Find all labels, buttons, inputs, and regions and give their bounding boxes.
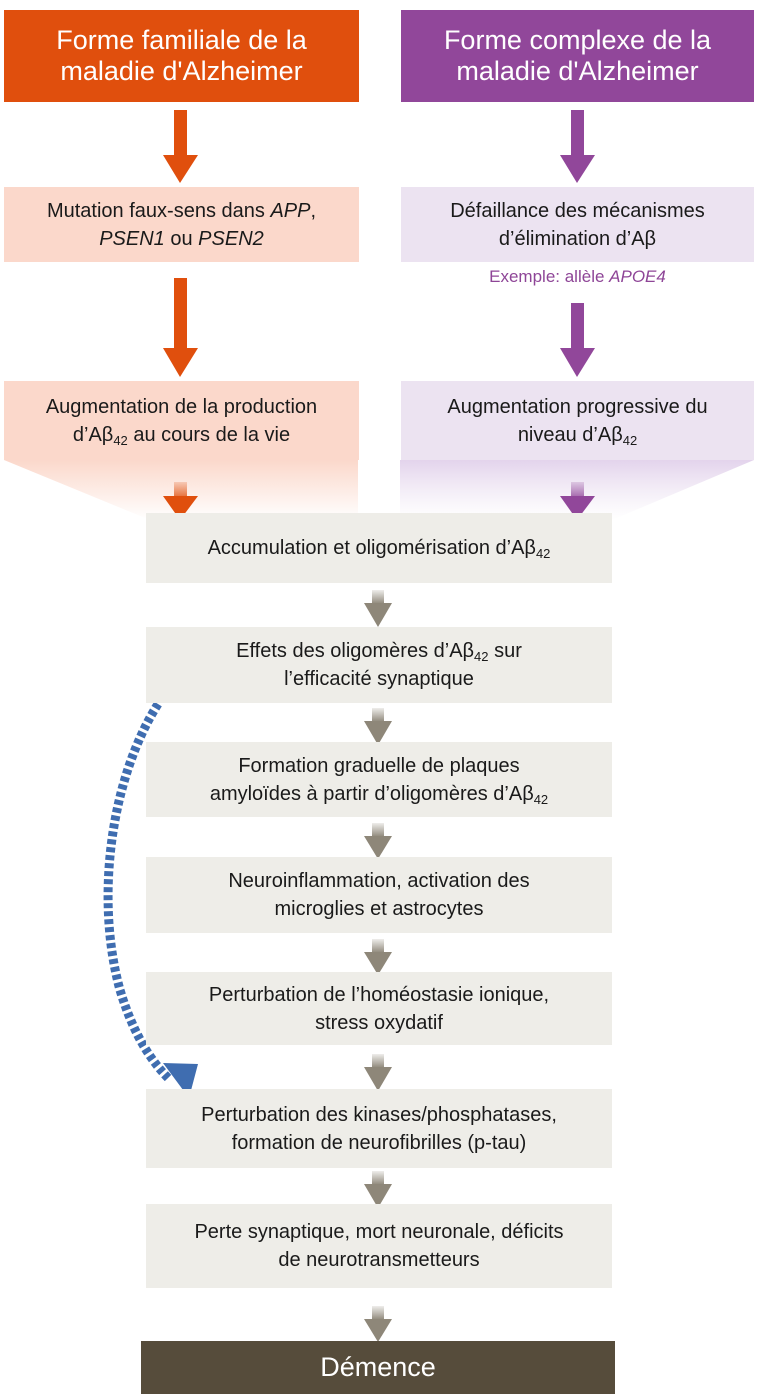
- step-accumulation: Accumulation et oligomérisation d’Aβ42: [146, 513, 612, 583]
- step-text: formation de neurofibrilles (p-tau): [231, 1131, 527, 1154]
- failure-line1: Défaillance des mécanismes: [450, 199, 705, 222]
- level-abeta: niveau d’Aβ: [517, 423, 623, 446]
- gene-app: APP: [270, 199, 311, 222]
- production-abeta: d’Aβ: [72, 423, 114, 446]
- gene-psen2: PSEN2: [198, 227, 264, 250]
- step-synaptic-effects: Effets des oligomères d’Aβ42 sur l’effic…: [146, 627, 612, 703]
- step-text: stress oxydatif: [315, 1011, 443, 1034]
- arrow-down-icon: [364, 1171, 392, 1208]
- arrow-down-icon: [364, 1306, 392, 1342]
- step-text: microglies et astrocytes: [274, 898, 484, 920]
- step-text: sur: [488, 640, 522, 662]
- arrow-down-icon: [163, 278, 198, 377]
- step-text: Effets des oligomères d’Aβ: [236, 640, 475, 662]
- subscript: 42: [622, 432, 638, 448]
- familial-header: Forme familiale de la maladie d'Alzheime…: [4, 10, 359, 102]
- step-neuronal-loss: Perte synaptique, mort neuronale, défici…: [146, 1204, 612, 1288]
- step-text: Perturbation des kinases/phosphatases,: [201, 1103, 557, 1126]
- subscript: 42: [533, 791, 549, 807]
- step-text: Accumulation et oligomérisation d’Aβ: [207, 537, 536, 559]
- step-text: de neurotransmetteurs: [278, 1249, 480, 1271]
- example-label: Exemple: allèle: [489, 267, 610, 286]
- step-ionic-homeostasis: Perturbation de l’homéostasie ionique, s…: [146, 972, 612, 1045]
- complex-failure-box: Défaillance des mécanismes d’élimination…: [401, 187, 754, 262]
- production-line1: Augmentation de la production: [45, 395, 318, 418]
- step-text: amyloïdes à partir d’oligomères d’Aβ: [209, 782, 534, 805]
- step-text: l’efficacité synaptique: [284, 668, 474, 690]
- complex-level-box: Augmentation progressive du niveau d’Aβ4…: [401, 381, 754, 460]
- arrow-down-icon: [163, 482, 198, 520]
- arrow-down-icon: [560, 482, 595, 520]
- familial-header-line1: Forme familiale de la: [56, 25, 307, 55]
- arrow-down-icon: [560, 303, 595, 377]
- step-kinases-tau: Perturbation des kinases/phosphatases, f…: [146, 1089, 612, 1168]
- familial-mutation-box: Mutation faux-sens dans APP, PSEN1 ou PS…: [4, 187, 359, 262]
- familial-header-line2: maladie d'Alzheimer: [60, 56, 303, 86]
- arrow-down-icon: [364, 708, 392, 745]
- gene-apoe4: APOE4: [609, 267, 666, 286]
- production-line2: au cours de la vie: [127, 423, 291, 446]
- mutation-text: Mutation faux-sens dans: [46, 199, 271, 222]
- failure-line2: d’élimination d’Aβ: [498, 227, 657, 250]
- apoe4-example-note: Exemple: allèle APOE4: [401, 267, 754, 287]
- step-neuroinflammation: Neuroinflammation, activation des microg…: [146, 857, 612, 933]
- complex-header-line1: Forme complexe de la: [443, 25, 712, 55]
- gene-psen1: PSEN1: [99, 227, 165, 250]
- comma: ,: [310, 199, 317, 222]
- outcome-label: Démence: [320, 1352, 436, 1382]
- arrow-down-icon: [364, 939, 392, 975]
- subscript: 42: [535, 546, 551, 561]
- subscript: 42: [113, 432, 128, 448]
- arrow-down-icon: [364, 1054, 392, 1091]
- step-text: Neuroinflammation, activation des: [228, 870, 530, 892]
- dementia-outcome: Démence: [141, 1341, 615, 1394]
- step-text: Perte synaptique, mort neuronale, défici…: [194, 1221, 564, 1243]
- familial-production-box: Augmentation de la production d’Aβ42 au …: [4, 381, 359, 460]
- arrow-down-icon: [163, 110, 198, 183]
- step-text: Formation graduelle de plaques: [238, 754, 520, 777]
- step-plaque-formation: Formation graduelle de plaques amyloïdes…: [146, 742, 612, 817]
- arrow-down-icon: [364, 590, 392, 627]
- arrow-down-icon: [560, 110, 595, 183]
- arrow-down-icon: [364, 823, 392, 859]
- subscript: 42: [474, 649, 489, 664]
- or-text: ou: [164, 227, 199, 250]
- step-text: Perturbation de l’homéostasie ionique,: [208, 983, 550, 1006]
- complex-header: Forme complexe de la maladie d'Alzheimer: [401, 10, 754, 102]
- complex-header-line2: maladie d'Alzheimer: [456, 56, 699, 86]
- level-line1: Augmentation progressive du: [447, 395, 708, 418]
